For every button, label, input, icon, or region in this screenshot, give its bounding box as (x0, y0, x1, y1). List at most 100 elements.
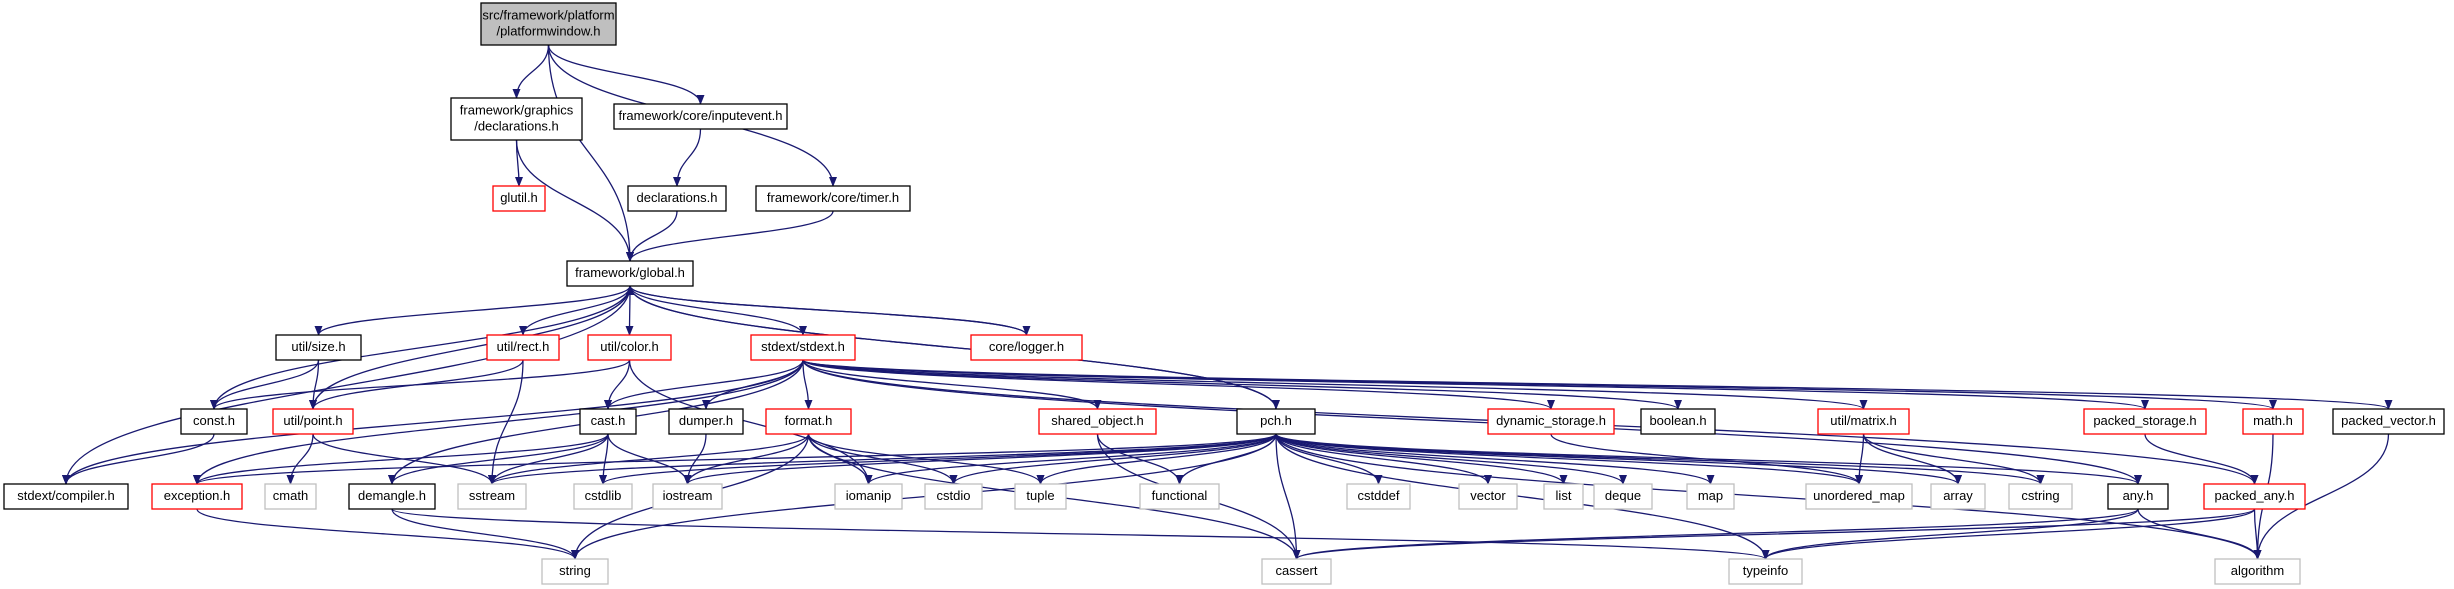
node-unordered_map[interactable]: unordered_map (1805, 483, 1913, 510)
node-box[interactable] (627, 185, 727, 212)
node-format[interactable]: format.h (765, 408, 852, 435)
node-box[interactable] (1038, 408, 1157, 435)
node-box[interactable] (834, 483, 903, 510)
node-compiler[interactable]: stdext/compiler.h (3, 483, 129, 510)
node-cmath[interactable]: cmath (264, 483, 317, 510)
node-box[interactable] (1261, 558, 1332, 585)
node-declarations[interactable]: declarations.h (627, 185, 727, 212)
node-box[interactable] (579, 408, 637, 435)
node-box[interactable] (3, 483, 129, 510)
node-sstream[interactable]: sstream (457, 483, 527, 510)
node-timer[interactable]: framework/core/timer.h (755, 185, 911, 212)
node-box[interactable] (272, 408, 354, 435)
node-deque[interactable]: deque (1593, 483, 1653, 510)
node-box[interactable] (480, 2, 617, 46)
node-box[interactable] (541, 558, 609, 585)
node-box[interactable] (2107, 483, 2169, 510)
node-iomanip[interactable]: iomanip (834, 483, 903, 510)
node-box[interactable] (275, 334, 362, 361)
node-list[interactable]: list (1543, 483, 1584, 510)
node-packed_vector[interactable]: packed_vector.h (2332, 408, 2445, 435)
node-box[interactable] (2214, 558, 2301, 585)
node-box[interactable] (180, 408, 248, 435)
node-box[interactable] (1817, 408, 1910, 435)
node-box[interactable] (613, 103, 788, 130)
node-map[interactable]: map (1686, 483, 1735, 510)
node-box[interactable] (457, 483, 527, 510)
node-dynamic_storage[interactable]: dynamic_storage.h (1487, 408, 1615, 435)
node-pch[interactable]: pch.h (1236, 408, 1316, 435)
node-matrix[interactable]: util/matrix.h (1817, 408, 1910, 435)
node-string[interactable]: string (541, 558, 609, 585)
node-rect[interactable]: util/rect.h (486, 334, 560, 361)
node-box[interactable] (1543, 483, 1584, 510)
node-graphics_decl[interactable]: framework/graphics/declarations.h (450, 97, 583, 141)
node-glutil[interactable]: glutil.h (492, 185, 546, 212)
node-box[interactable] (2242, 408, 2304, 435)
node-cstdio[interactable]: cstdio (924, 483, 983, 510)
node-demangle[interactable]: demangle.h (348, 483, 436, 510)
node-box[interactable] (755, 185, 911, 212)
node-box[interactable] (1014, 483, 1067, 510)
node-box[interactable] (450, 97, 583, 141)
node-typeinfo[interactable]: typeinfo (1728, 558, 1803, 585)
node-cstdlib[interactable]: cstdlib (573, 483, 633, 510)
node-box[interactable] (2083, 408, 2207, 435)
node-tuple[interactable]: tuple (1014, 483, 1067, 510)
node-platformwindow[interactable]: src/framework/platform/platformwindow.h (480, 2, 617, 46)
node-box[interactable] (151, 483, 243, 510)
node-box[interactable] (1930, 483, 1986, 510)
node-box[interactable] (1686, 483, 1735, 510)
node-iostream[interactable]: iostream (652, 483, 723, 510)
node-color[interactable]: util/color.h (587, 334, 672, 361)
node-box[interactable] (1640, 408, 1716, 435)
node-inputevent[interactable]: framework/core/inputevent.h (613, 103, 788, 130)
node-box[interactable] (1346, 483, 1411, 510)
node-any[interactable]: any.h (2107, 483, 2169, 510)
node-exception[interactable]: exception.h (151, 483, 243, 510)
node-boolean[interactable]: boolean.h (1640, 408, 1716, 435)
node-box[interactable] (566, 260, 694, 287)
node-box[interactable] (492, 185, 546, 212)
node-box[interactable] (750, 334, 856, 361)
node-box[interactable] (652, 483, 723, 510)
node-box[interactable] (668, 408, 744, 435)
node-box[interactable] (486, 334, 560, 361)
node-math[interactable]: math.h (2242, 408, 2304, 435)
node-box[interactable] (2332, 408, 2445, 435)
node-point[interactable]: util/point.h (272, 408, 354, 435)
node-box[interactable] (2203, 483, 2306, 510)
node-box[interactable] (264, 483, 317, 510)
node-vector[interactable]: vector (1458, 483, 1518, 510)
node-box[interactable] (765, 408, 852, 435)
node-box[interactable] (970, 334, 1083, 361)
node-cstddef[interactable]: cstddef (1346, 483, 1411, 510)
node-box[interactable] (1458, 483, 1518, 510)
node-box[interactable] (1593, 483, 1653, 510)
node-packed_storage[interactable]: packed_storage.h (2083, 408, 2207, 435)
node-array[interactable]: array (1930, 483, 1986, 510)
node-packed_any[interactable]: packed_any.h (2203, 483, 2306, 510)
node-box[interactable] (1805, 483, 1913, 510)
node-box[interactable] (1236, 408, 1316, 435)
node-box[interactable] (1728, 558, 1803, 585)
node-box[interactable] (587, 334, 672, 361)
node-cast[interactable]: cast.h (579, 408, 637, 435)
node-box[interactable] (1487, 408, 1615, 435)
node-shared_object[interactable]: shared_object.h (1038, 408, 1157, 435)
node-functional[interactable]: functional (1139, 483, 1220, 510)
node-logger[interactable]: core/logger.h (970, 334, 1083, 361)
node-box[interactable] (924, 483, 983, 510)
node-size[interactable]: util/size.h (275, 334, 362, 361)
node-cstring[interactable]: cstring (2008, 483, 2073, 510)
node-box[interactable] (573, 483, 633, 510)
node-dumper[interactable]: dumper.h (668, 408, 744, 435)
node-box[interactable] (348, 483, 436, 510)
node-global[interactable]: framework/global.h (566, 260, 694, 287)
node-box[interactable] (2008, 483, 2073, 510)
node-box[interactable] (1139, 483, 1220, 510)
node-const[interactable]: const.h (180, 408, 248, 435)
node-algorithm[interactable]: algorithm (2214, 558, 2301, 585)
node-stdext[interactable]: stdext/stdext.h (750, 334, 856, 361)
node-cassert[interactable]: cassert (1261, 558, 1332, 585)
